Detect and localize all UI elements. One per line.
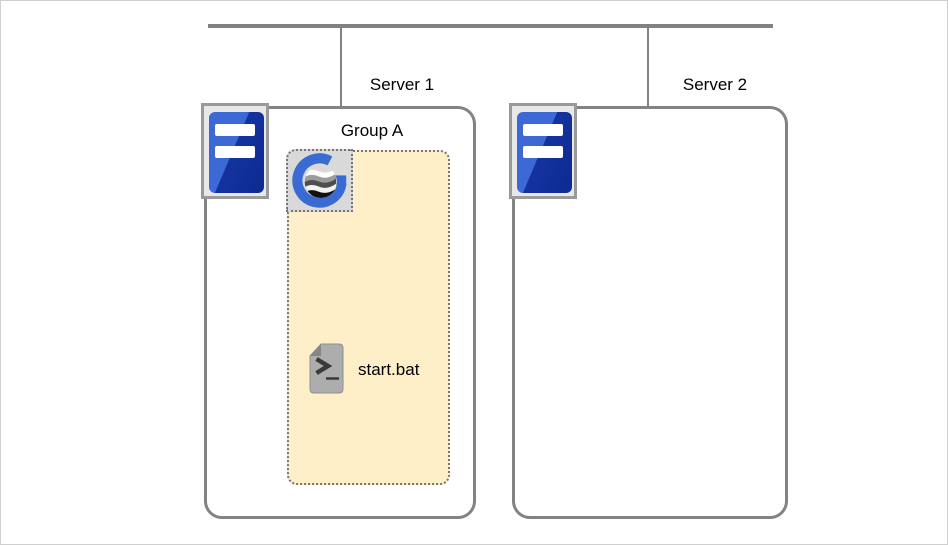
server1-label: Server 1: [369, 75, 435, 94]
server-tower-body: [209, 112, 264, 193]
geoserver-logo-icon: [286, 149, 353, 212]
server2-label: Server 2: [682, 75, 748, 94]
network-bus-line: [208, 24, 773, 28]
server-tower-icon: [509, 103, 577, 199]
server-tower-body: [517, 112, 572, 193]
connector-server2: [647, 26, 649, 106]
group-a-label: Group A: [340, 121, 404, 140]
geoserver-logo-graphic: [292, 153, 347, 208]
server-slot-bar: [215, 124, 255, 136]
batch-script-file-icon: [309, 343, 344, 394]
connector-server1: [340, 26, 342, 106]
script-label: start.bat: [358, 360, 420, 379]
server-slot-bar: [523, 146, 563, 158]
server-slot-bar: [523, 124, 563, 136]
server-tower-icon: [201, 103, 269, 199]
server-slot-bar: [215, 146, 255, 158]
